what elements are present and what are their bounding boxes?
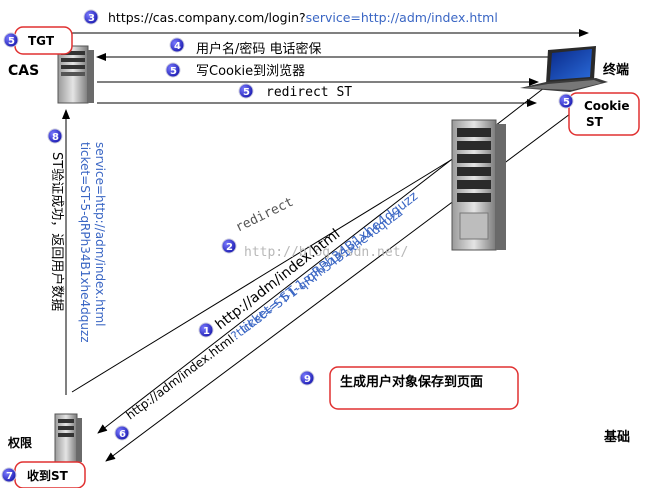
arrow-2 [71,129,501,393]
svg-text:9: 9 [304,374,311,385]
cookie-st-label: ST [586,115,604,129]
message-8-ticket: ticket=ST-5-qRPh34B1xhe4dquzz [78,142,92,343]
badge-5-tgt: 5 [3,32,19,48]
badge-1: 1 [198,322,214,338]
badge-8: 8 [47,128,63,144]
badge-4: 4 [169,37,185,53]
svg-text:8: 8 [52,132,59,143]
badge-5a: 5 [165,62,181,78]
svg-text:5: 5 [8,36,15,47]
message-4: 用户名/密码 电话密保 [196,41,322,57]
laptop-icon [520,46,608,92]
svg-text:3: 3 [88,13,95,24]
message-8-service: service=http://adm/index.html [93,142,107,326]
base-node-label: 基础 [603,429,630,445]
badge-7: 7 [1,467,17,483]
svg-text:5: 5 [563,97,570,108]
badge-3: 3 [83,9,99,25]
svg-text:5: 5 [243,87,250,98]
message-2: redirect [233,195,296,236]
badge-5-cookie: 5 [558,93,574,109]
cas-server-icon [57,45,94,104]
message-5b: redirect ST [266,85,352,100]
svg-text:7: 7 [6,471,13,482]
message-3-prefix: https://cas.company.com/login? [108,10,306,25]
message-8-title: ST验证成功，返回用户数据 [49,152,65,311]
badge-2: 2 [221,238,237,254]
badge-5b: 5 [238,83,254,99]
message-3: https://cas.company.com/login?service=ht… [108,10,498,25]
svg-text:4: 4 [174,41,181,52]
tgt-label: TGT [28,34,55,48]
svg-text:5: 5 [170,66,177,77]
received-st-label: 收到ST [27,468,69,483]
message-3-suffix: service=http://adm/index.html [306,10,498,25]
svg-text:2: 2 [226,242,233,253]
badge-6: 6 [114,425,130,441]
authority-server-icon [54,413,82,463]
svg-text:1: 1 [203,326,210,337]
watermark: http://blog.csdn.net/ [244,245,408,260]
message-5a: 写Cookie到浏览器 [196,63,305,79]
badge-9: 9 [299,370,315,386]
cas-node-label: CAS [8,63,39,79]
save-user-box [329,366,519,410]
authority-node-label: 权限 [7,435,32,450]
app-server-icon [451,119,506,251]
cookie-st-box [568,92,640,136]
terminal-node-label: 终端 [603,62,629,78]
save-user-label: 生成用户对象保存到页面 [340,374,483,390]
cookie-label: Cookie [584,99,630,113]
svg-text:6: 6 [119,429,126,440]
message-6-prefix: http://adm/index.html [123,332,236,422]
